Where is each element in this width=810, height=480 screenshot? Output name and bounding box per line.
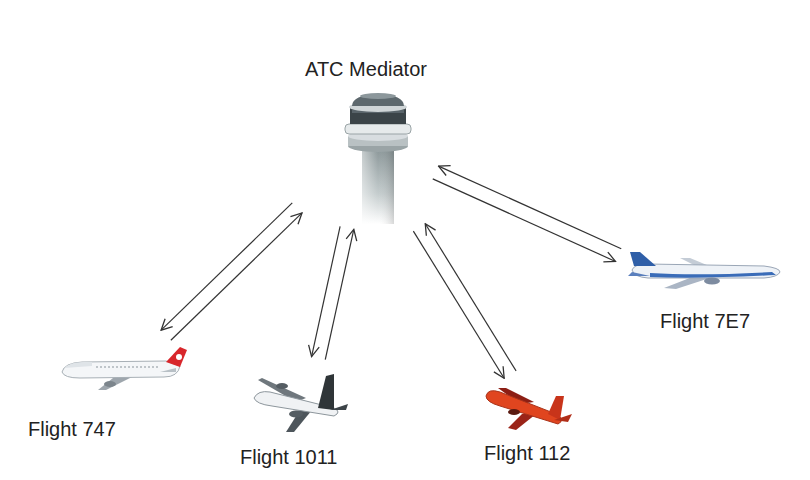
plane-7e7: [628, 252, 780, 289]
message-arrow: [425, 224, 516, 371]
message-arrow: [325, 229, 354, 359]
plane-747: [62, 347, 187, 390]
message-arrow: [439, 166, 622, 249]
flight-node: Flight 1011: [238, 362, 373, 472]
flight-node: Flight 7E7: [622, 246, 787, 342]
node-label: Flight 7E7: [660, 310, 750, 333]
message-arrow: [433, 179, 616, 262]
message-arrow: [312, 226, 341, 356]
message-arrow: [161, 203, 292, 330]
node-label: Flight 747: [28, 418, 116, 441]
plane-1011: [254, 374, 348, 432]
flight-node: Flight 747: [25, 338, 190, 446]
node-label: ATC Mediator: [305, 58, 427, 81]
flight-node: Flight 112: [470, 378, 610, 468]
message-arrow: [171, 213, 302, 340]
control-tower: [345, 93, 411, 224]
node-label: Flight 112: [484, 442, 570, 465]
node-label: Flight 1011: [240, 446, 337, 469]
message-arrow: [413, 231, 504, 378]
mediator-node: ATC Mediator: [300, 58, 432, 224]
plane-112: [486, 388, 572, 430]
